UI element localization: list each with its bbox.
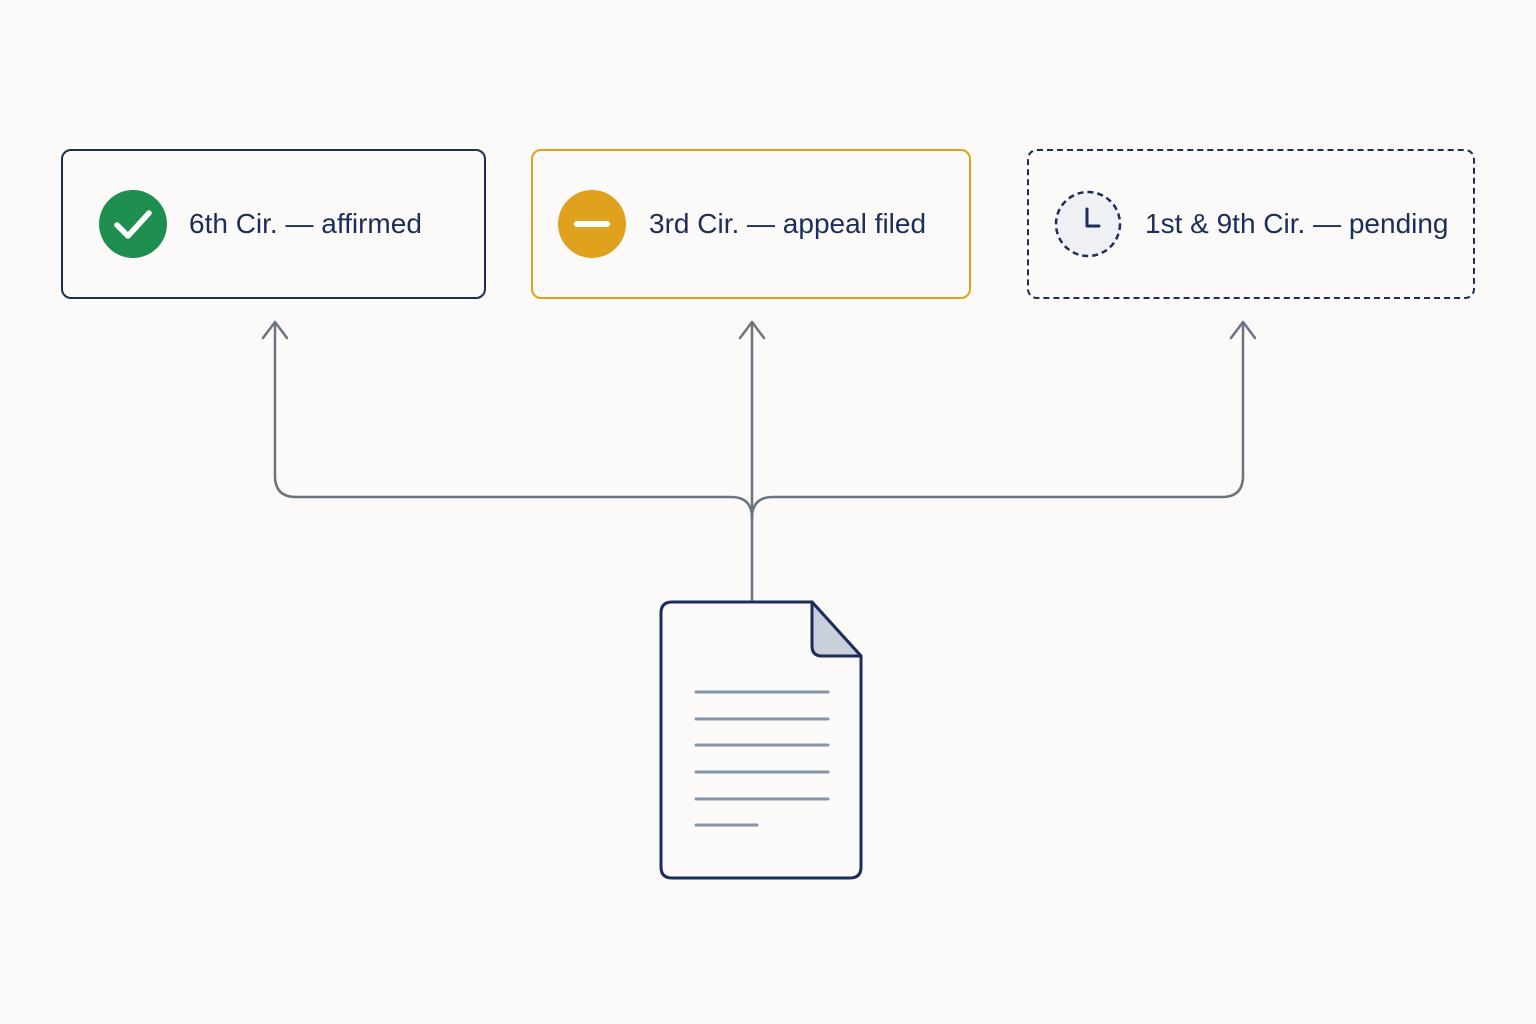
status-card-appeal-filed: 3rd Cir. — appeal filed	[531, 149, 971, 299]
status-card-pending: 1st & 9th Cir. — pending	[1027, 149, 1475, 299]
status-card-affirmed: 6th Cir. — affirmed	[61, 149, 486, 299]
minus-circle-icon	[558, 190, 626, 258]
document-icon	[659, 600, 863, 880]
branch-right	[750, 322, 1245, 520]
branch-left	[273, 322, 754, 520]
clock-icon	[1054, 190, 1122, 258]
check-circle-icon	[99, 190, 167, 258]
arrowhead-center	[738, 320, 766, 340]
status-label-affirmed: 6th Cir. — affirmed	[189, 208, 422, 239]
status-label-pending: 1st & 9th Cir. — pending	[1145, 208, 1449, 239]
status-label-appeal-filed: 3rd Cir. — appeal filed	[649, 208, 927, 239]
arrowhead-right	[1229, 320, 1257, 340]
arrowhead-left	[261, 320, 289, 340]
